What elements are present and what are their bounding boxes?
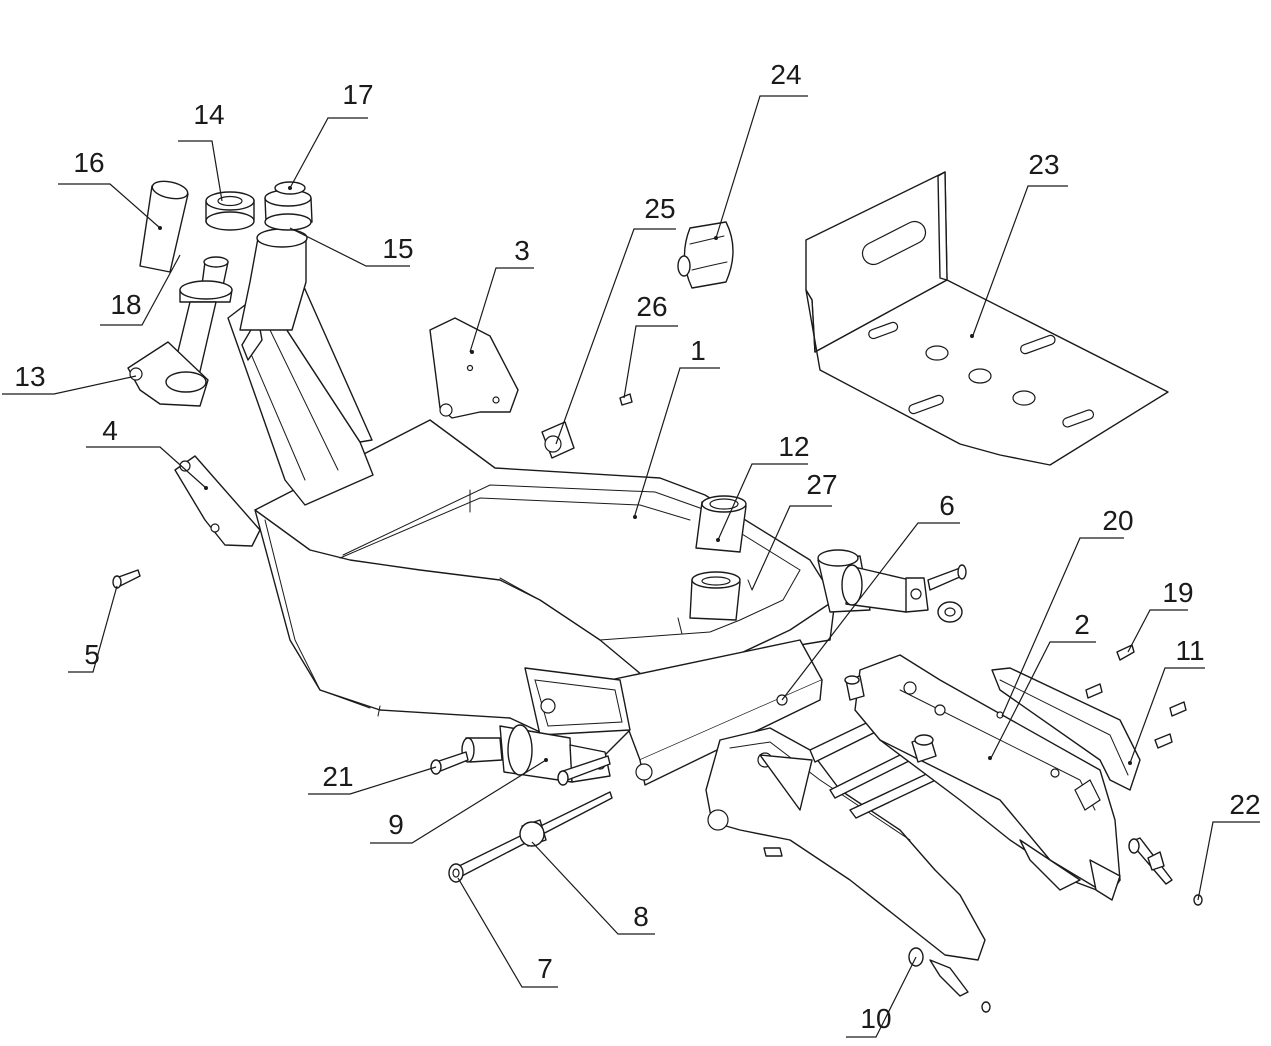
label-10: 10 — [860, 1003, 891, 1034]
label-17: 17 — [342, 79, 373, 110]
part-21-bolt — [430, 751, 469, 775]
label-27: 27 — [806, 469, 837, 500]
label-9: 9 — [388, 809, 404, 840]
leader-lines — [2, 95, 1260, 1038]
label-6: 6 — [939, 490, 955, 521]
label-1: 1 — [690, 335, 706, 366]
label-8: 8 — [633, 901, 649, 932]
part-23-bracket-plate — [805, 171, 1169, 466]
label-16: 16 — [73, 147, 104, 178]
part-14-bearing — [205, 191, 255, 231]
part-26-pin — [619, 393, 633, 406]
label-7: 7 — [537, 953, 553, 984]
part-16-sleeve-tube — [139, 180, 189, 273]
label-18: 18 — [110, 289, 141, 320]
label-11: 11 — [1175, 635, 1204, 666]
label-23: 23 — [1028, 149, 1059, 180]
label-14: 14 — [193, 99, 224, 130]
part-6-shock-absorber — [817, 549, 967, 623]
label-22: 22 — [1229, 789, 1260, 820]
label-5: 5 — [84, 639, 100, 670]
part-17-bearing-cup — [264, 181, 313, 231]
part-15-tube-sleeve — [239, 228, 308, 331]
part-20-pin — [1128, 837, 1173, 885]
part-4-link-plate — [174, 455, 261, 547]
part-5-bolt — [112, 569, 141, 589]
label-20: 20 — [1102, 505, 1133, 536]
part-8-nut — [519, 819, 547, 847]
part-12-bushing — [695, 495, 747, 553]
label-15: 15 — [382, 233, 413, 264]
label-13: 13 — [14, 361, 45, 392]
part-1-main-frame — [254, 419, 836, 786]
label-19: 19 — [1162, 577, 1193, 608]
label-26: 26 — [636, 291, 667, 322]
label-25: 25 — [644, 193, 675, 224]
part-24-bumper — [677, 221, 734, 289]
part-11-chain-guard — [991, 667, 1141, 791]
part-27-bushing — [677, 571, 753, 635]
part-13-steering-clamp — [127, 341, 209, 407]
label-2: 2 — [1074, 609, 1090, 640]
part-2-side-plate — [844, 654, 1121, 901]
label-12: 12 — [778, 431, 809, 462]
label-3: 3 — [514, 235, 530, 266]
part-9-shock-absorber — [461, 724, 611, 786]
label-21: 21 — [322, 761, 353, 792]
part-3-bracket — [429, 317, 519, 419]
label-24: 24 — [770, 59, 801, 90]
part-labels: 1 2 3 4 5 6 7 8 9 10 11 12 13 14 15 16 1… — [14, 59, 1260, 1034]
label-4: 4 — [102, 415, 118, 446]
